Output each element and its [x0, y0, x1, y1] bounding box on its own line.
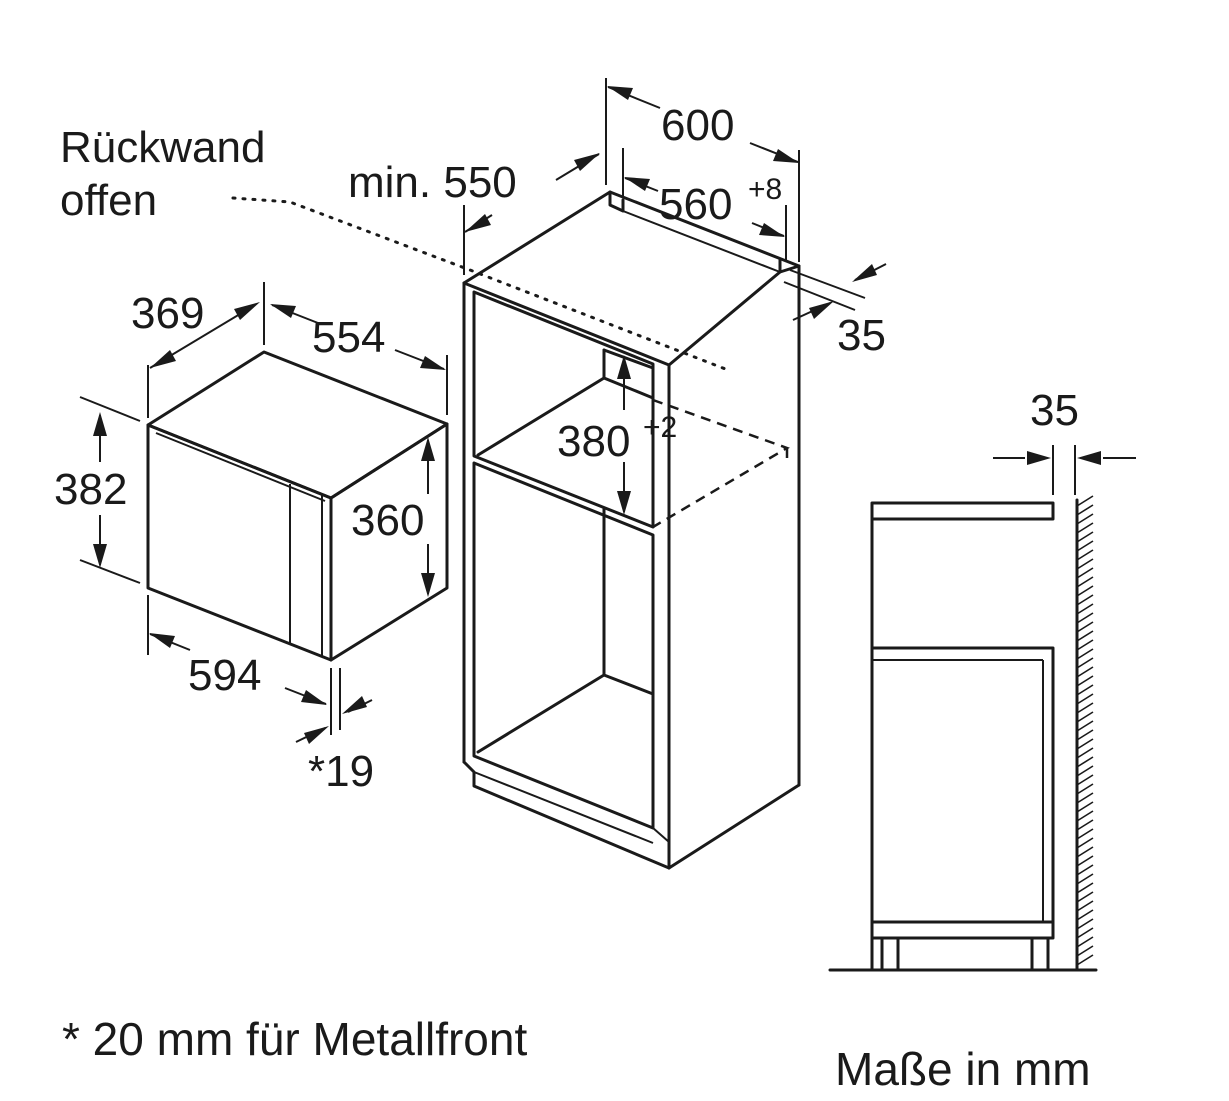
microwave-device: [146, 350, 449, 662]
device-width-label: 554: [312, 313, 385, 362]
niche-height-label: 380: [557, 417, 630, 466]
back-wall-label-line2: offen: [60, 176, 157, 225]
niche-total-width-label: 600: [661, 101, 734, 150]
dim-niche-height: [617, 355, 631, 515]
dim-device-depth: [147, 282, 265, 418]
top-rear-line: [622, 210, 781, 273]
device-depth-label: 369: [131, 289, 204, 338]
top-right-inner: [667, 270, 782, 367]
device-front-width-label: 594: [188, 651, 261, 700]
dim-device-height-total: [79, 396, 141, 584]
niche-width-tolerance: +8: [748, 173, 782, 206]
wall-hatching: [1076, 495, 1094, 966]
plinth-corner: [652, 827, 670, 843]
device-height-body-label: 360: [351, 496, 424, 545]
dim-device-front-width: [147, 595, 327, 705]
section-foot-left: [880, 936, 900, 972]
plinth-line: [473, 771, 654, 844]
units-note: Maße in mm: [835, 1043, 1091, 1095]
cabinet-plinth: [462, 760, 671, 870]
device-side-face: [329, 422, 449, 662]
niche-width-label: 560: [659, 180, 732, 229]
dim-min-depth: [463, 153, 600, 275]
section-worktop: [870, 501, 1055, 521]
section-panel-inner-right: [872, 660, 1044, 923]
device-height-total-label: 382: [54, 465, 127, 514]
section-base: [870, 920, 1055, 940]
side-section: [828, 495, 1098, 972]
niche-back-top: [602, 348, 655, 370]
footnote: * 20 mm für Metallfront: [62, 1013, 527, 1065]
device-top-face: [146, 350, 449, 500]
dim-wall-gap: [993, 445, 1136, 495]
dim-niche-total-width: [605, 78, 800, 262]
min-depth-label: min. 550: [348, 158, 517, 207]
device-front-inner-edge: [155, 432, 326, 502]
dim-front-thickness: [295, 668, 373, 744]
dim-device-height-body: [421, 437, 435, 597]
section-top-panel: [870, 646, 1055, 937]
side-depth-label: 35: [837, 311, 886, 360]
section-foot-right: [1030, 936, 1050, 972]
dim-device-width: [270, 304, 448, 415]
lower-inner-back: [476, 673, 655, 754]
back-wall-label-line1: Rückwand: [60, 123, 265, 172]
device-front-face: [146, 423, 333, 662]
built-in-cabinet: [462, 190, 801, 870]
back-wall-leader: [231, 196, 730, 372]
front-thickness-label: *19: [308, 747, 374, 796]
cabinet-bottom-right-edge: [667, 783, 801, 870]
dim-side-depth: [783, 263, 887, 321]
niche-height-tolerance: +2: [643, 411, 677, 444]
dim-niche-width: [622, 148, 787, 260]
top-back-corner: [608, 190, 625, 213]
cabinet-top-front-edge: [462, 281, 671, 367]
wall-gap-label: 35: [1030, 386, 1079, 435]
